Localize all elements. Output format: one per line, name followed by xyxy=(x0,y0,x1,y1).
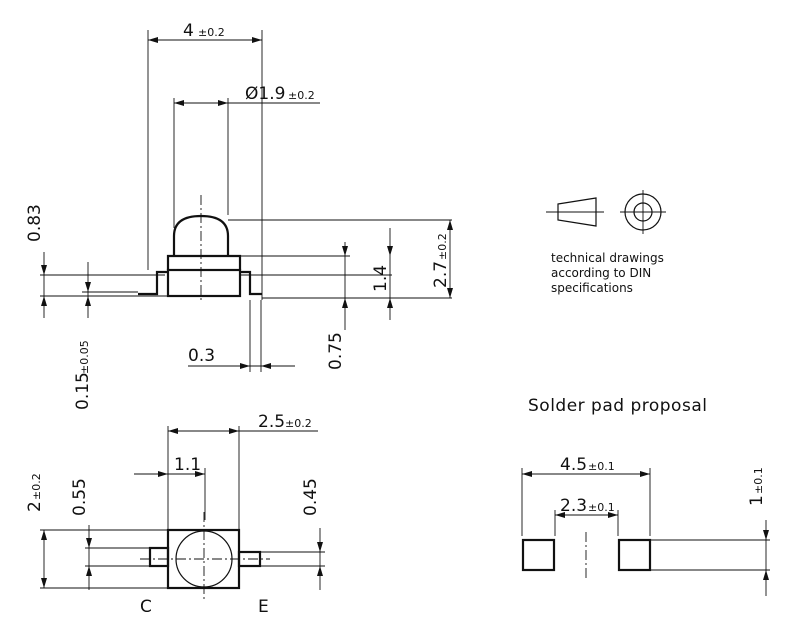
dim-lens-diameter: Ø1.9 xyxy=(245,84,285,104)
solder-pad-view: Solder pad proposal 4.5 ±0.1 2.3 ±0.1 1 … xyxy=(521,396,770,596)
dim-lead-thickness-tol: ±0.05 xyxy=(78,340,91,374)
dim-body-width-tol: ±0.2 xyxy=(285,417,312,430)
din-note-line2: according to DIN xyxy=(551,266,651,280)
dim-pad-height-tol: ±0.1 xyxy=(752,467,765,494)
dim-inner-gap: 2.3 xyxy=(560,496,587,516)
dim-lead-thickness: 0.15 xyxy=(73,372,93,410)
dim-overall-height-tol: ±0.2 xyxy=(436,233,449,260)
dim-pin-left: 0.55 xyxy=(70,478,90,516)
dim-overall-height: 2.7 xyxy=(431,261,451,288)
dim-lead-width: 0.3 xyxy=(188,346,215,366)
bottom-view: 2.5 ±0.2 1.1 2 ±0.2 0.55 0.45 C E xyxy=(25,412,325,617)
din-note: technical drawings according to DIN spec… xyxy=(546,190,666,295)
side-view: 4 ±0.2 Ø1.9 ±0.2 0.83 0.15 ±0.05 0.3 0.7… xyxy=(25,21,453,410)
din-note-line3: specifications xyxy=(551,281,633,295)
label-emitter: E xyxy=(258,597,269,617)
dim-outer-width-tol: ±0.1 xyxy=(588,460,615,473)
dim-inner-gap-tol: ±0.1 xyxy=(588,501,615,514)
dim-width-total-tol: ±0.2 xyxy=(198,26,225,39)
solder-pad-title: Solder pad proposal xyxy=(528,396,707,416)
dim-pin-right: 0.45 xyxy=(301,478,321,516)
dim-body-width: 2.5 xyxy=(258,412,285,432)
label-collector: C xyxy=(140,597,152,617)
dim-pad-height: 1 xyxy=(747,495,767,506)
din-note-line1: technical drawings xyxy=(551,251,664,265)
dim-lens-diameter-tol: ±0.2 xyxy=(288,89,315,102)
dim-height-tol: ±0.2 xyxy=(30,473,43,500)
dim-outer-width: 4.5 xyxy=(560,455,587,475)
dim-lens-height: 0.83 xyxy=(25,204,45,242)
dim-standoff: 0.75 xyxy=(326,332,346,370)
dim-lead-offset: 1.1 xyxy=(174,455,201,475)
dim-body-height: 1.4 xyxy=(371,265,391,292)
dim-width-total: 4 xyxy=(183,21,194,41)
dim-height: 2 xyxy=(25,501,45,512)
